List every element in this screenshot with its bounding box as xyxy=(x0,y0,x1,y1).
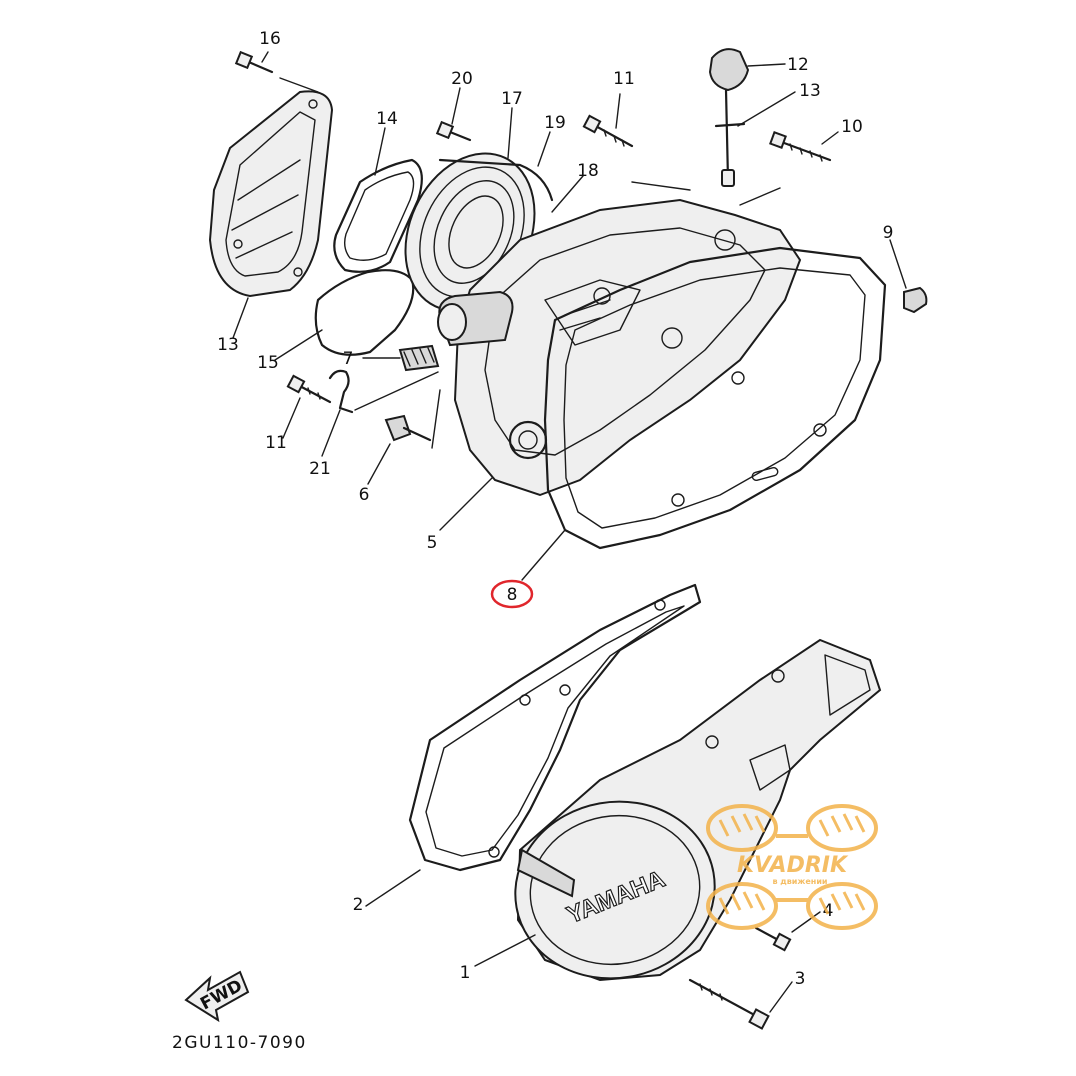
callout-17: 16 xyxy=(259,29,281,49)
part-9-plug xyxy=(903,286,928,314)
callout-13: 13 xyxy=(799,81,821,101)
part-1-generator-cover: YAMAHA xyxy=(514,638,882,982)
part-2-gasket xyxy=(408,583,702,872)
bolt-11-lower xyxy=(286,374,332,404)
part-16-plate xyxy=(314,269,415,356)
part-5-crankcase-cover xyxy=(437,198,802,497)
part-12-13-dipstick xyxy=(708,48,750,187)
part-7-block xyxy=(398,344,440,372)
callout-6: 6 xyxy=(359,485,370,505)
callout-8-highlight xyxy=(490,579,534,609)
callout-9: 9 xyxy=(883,223,894,243)
callout-11-upper: 11 xyxy=(613,69,635,89)
bolt-3 xyxy=(688,978,770,1030)
part-14-side-cover xyxy=(208,90,334,298)
callout-15: 14 xyxy=(376,109,398,129)
bolt-21 xyxy=(435,120,472,142)
tire-icon xyxy=(706,804,778,852)
callout-8: 8 xyxy=(507,585,518,605)
callout-7: 7 xyxy=(343,349,354,369)
tire-icon xyxy=(806,882,878,930)
clip-22 xyxy=(328,369,354,414)
callout-12: 12 xyxy=(787,55,809,75)
bolt-4 xyxy=(754,926,792,952)
tire-icon xyxy=(706,882,778,930)
callout-1: 1 xyxy=(460,963,471,983)
callout-10: 10 xyxy=(841,117,863,137)
leader-lines xyxy=(232,51,907,1013)
callout-5: 5 xyxy=(427,533,438,553)
kvadrik-watermark-logo: KVADRIK в движении xyxy=(706,804,878,930)
bolt-11-upper xyxy=(582,114,634,148)
watermark-tagline: в движении xyxy=(772,877,827,886)
callout-2: 2 xyxy=(353,895,364,915)
part-8-gasket xyxy=(543,246,887,550)
watermark-brand: KVADRIK xyxy=(737,853,849,878)
callout-16: 15 xyxy=(257,353,279,373)
callout-20: 19 xyxy=(544,113,566,133)
callout-22: 21 xyxy=(309,459,331,479)
callout-19: 18 xyxy=(577,161,599,181)
bolt-6 xyxy=(384,414,432,442)
callout-21: 20 xyxy=(451,69,473,89)
bolt-17 xyxy=(234,50,274,74)
callout-18: 17 xyxy=(501,89,523,109)
callout-11-lower: 11 xyxy=(265,433,287,453)
tire-icon xyxy=(806,804,878,852)
part-number-label: 2GU110-7090 xyxy=(172,1033,307,1053)
fwd-arrow-icon: FWD xyxy=(184,970,250,1023)
part-15-gasket xyxy=(333,158,423,273)
bolt-10 xyxy=(769,131,832,162)
callout-3: 3 xyxy=(795,969,806,989)
callout-14: 13 xyxy=(217,335,239,355)
